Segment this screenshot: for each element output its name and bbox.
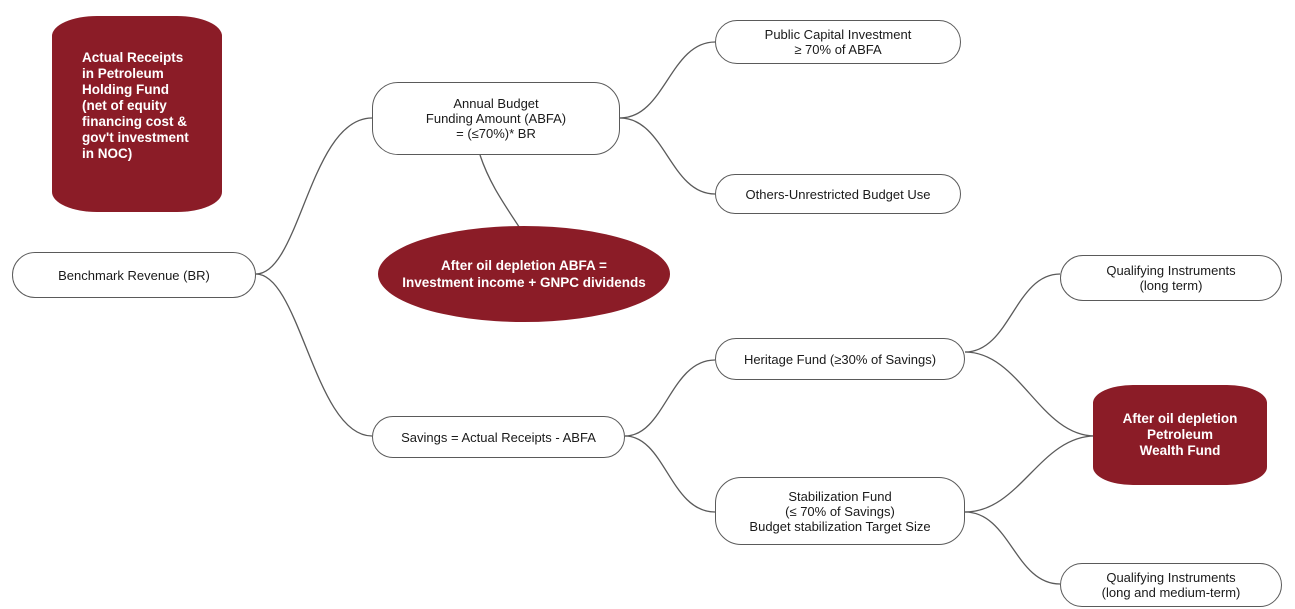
benchmark-revenue-node: Benchmark Revenue (BR) (12, 252, 256, 298)
edge-stabilization-qualifying-lm (964, 511, 1061, 585)
heritage-fund-node: Heritage Fund (≥30% of Savings) (715, 338, 965, 380)
edge-abfa-depletion (479, 154, 526, 237)
petroleum-wealth-fund-cylinder: After oil depletion Petroleum Wealth Fun… (1093, 385, 1267, 485)
abfa-node: Annual Budget Funding Amount (ABFA) = (≤… (372, 82, 620, 155)
edge-stabilization-wealth (964, 435, 1096, 513)
savings-node: Savings = Actual Receipts - ABFA (372, 416, 625, 458)
edge-br-abfa (255, 117, 373, 275)
after-depletion-abfa-ellipse: After oil depletion ABFA = Investment in… (378, 226, 670, 322)
edge-heritage-wealth (964, 351, 1096, 437)
edge-br-savings (255, 273, 373, 437)
edge-savings-heritage (624, 359, 716, 437)
others-unrestricted-node: Others-Unrestricted Budget Use (715, 174, 961, 214)
edge-abfa-others (619, 117, 716, 195)
stabilization-fund-node: Stabilization Fund (≤ 70% of Savings) Bu… (715, 477, 965, 545)
actual-receipts-cylinder: Actual Receipts in Petroleum Holding Fun… (52, 16, 222, 212)
qualifying-instruments-long-node: Qualifying Instruments (long term) (1060, 255, 1282, 301)
edge-abfa-public (619, 41, 716, 119)
qualifying-instruments-long-medium-node: Qualifying Instruments (long and medium-… (1060, 563, 1282, 607)
edge-savings-stabilization (624, 435, 716, 513)
edge-heritage-qualifying-long (964, 273, 1061, 353)
public-capital-investment-node: Public Capital Investment ≥ 70% of ABFA (715, 20, 961, 64)
